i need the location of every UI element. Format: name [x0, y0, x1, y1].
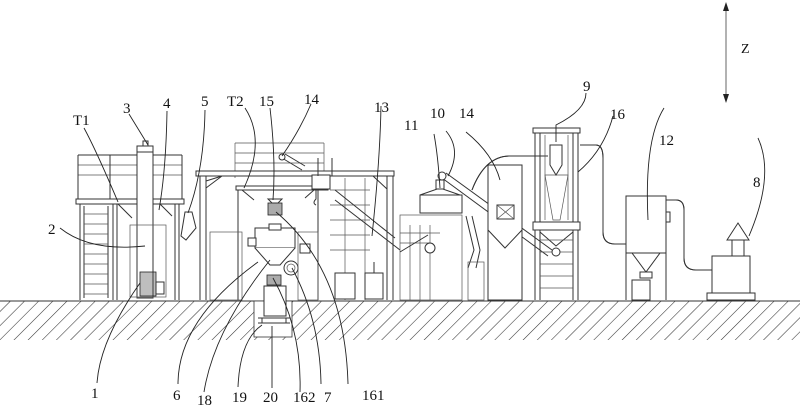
label-161: 161 — [362, 388, 385, 404]
label-1: 1 — [91, 386, 99, 402]
label-3: 3 — [123, 101, 131, 117]
leader-lines — [59, 92, 766, 393]
label-T2: T2 — [227, 94, 244, 110]
label-9: 9 — [583, 79, 591, 95]
label-14a: 14 — [304, 92, 320, 108]
label-10: 10 — [430, 106, 445, 122]
label-11: 11 — [404, 118, 418, 134]
ground — [0, 300, 800, 340]
tower-9 — [532, 127, 581, 300]
label-20: 20 — [263, 390, 278, 406]
label-14b: 14 — [459, 106, 475, 122]
screening-station — [399, 171, 553, 301]
gantry-structure-t2 — [195, 142, 401, 324]
z-axis-label: Z — [741, 42, 750, 57]
z-axis-arrow: Z — [723, 2, 750, 103]
label-2: 2 — [48, 222, 56, 238]
fan-unit-8 — [706, 222, 756, 301]
label-13: 13 — [374, 100, 389, 116]
label-4: 4 — [163, 96, 171, 112]
label-12: 12 — [659, 133, 674, 149]
label-19: 19 — [232, 390, 247, 406]
label-6: 6 — [173, 388, 181, 404]
label-7: 7 — [324, 390, 332, 406]
label-5: 5 — [201, 94, 209, 110]
label-18: 18 — [197, 393, 212, 409]
callout-labels: T1 3 4 5 T2 15 14 13 11 10 14 9 16 12 8 … — [48, 79, 761, 409]
silo-14 — [471, 155, 548, 301]
label-162: 162 — [293, 390, 316, 406]
label-16: 16 — [610, 107, 626, 123]
label-8: 8 — [753, 175, 761, 191]
label-15: 15 — [259, 94, 274, 110]
platform-structure-t1 — [75, 140, 197, 300]
label-T1: T1 — [73, 113, 90, 129]
dust-collector-12 — [580, 144, 712, 301]
